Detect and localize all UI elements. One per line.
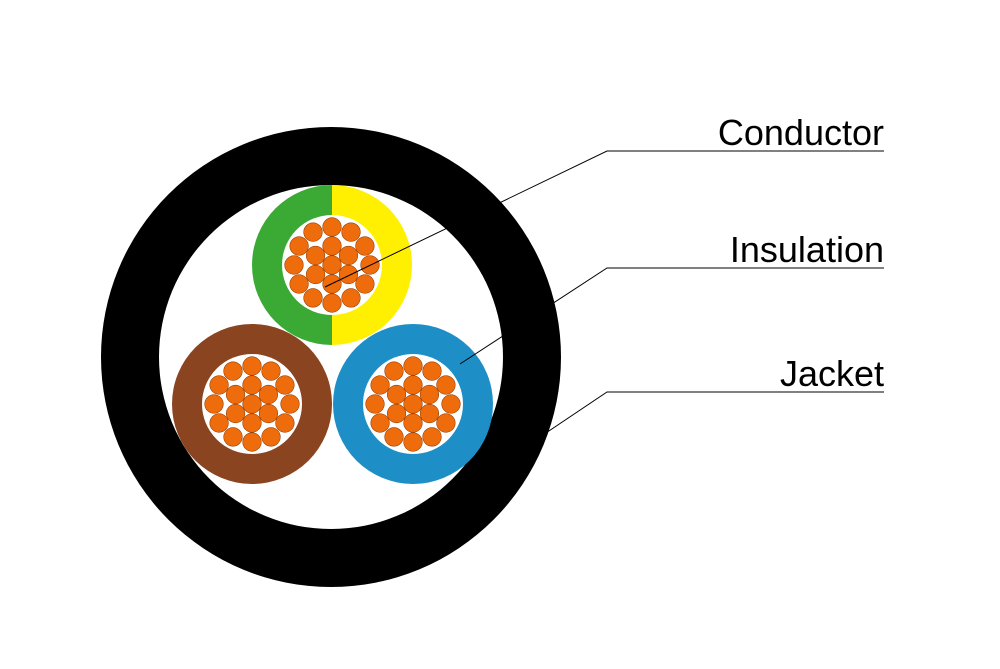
conductor-strand xyxy=(386,403,407,424)
conductor-strand xyxy=(419,403,440,424)
conductor-strand xyxy=(403,413,423,433)
label-conductor: Conductor xyxy=(718,112,884,153)
conductor-strand xyxy=(242,413,262,433)
conductor-strand xyxy=(261,361,281,381)
conductor-strand xyxy=(386,384,407,405)
conductor-strand xyxy=(322,293,342,313)
conductor-strand xyxy=(419,384,440,405)
conductor-strand xyxy=(280,394,300,414)
conductor-strand xyxy=(422,427,442,447)
leader-line-insulation xyxy=(459,267,884,365)
conductor-strand xyxy=(384,427,404,447)
conductor-strand xyxy=(436,413,456,433)
conductor-strand xyxy=(303,288,323,308)
conductor-strand xyxy=(384,361,404,381)
core-earth xyxy=(252,185,412,345)
conductor-strand xyxy=(258,384,279,405)
conductor-strand xyxy=(242,356,262,376)
conductor-strand xyxy=(441,394,461,414)
conductor-strand xyxy=(225,403,246,424)
conductor-strand xyxy=(242,432,262,452)
conductor-strand xyxy=(422,361,442,381)
conductor-strand xyxy=(204,394,224,414)
conductor-strand xyxy=(242,375,262,395)
conductor-strand xyxy=(355,236,375,256)
conductor-strand xyxy=(370,375,390,395)
conductor-strand xyxy=(305,245,326,266)
conductor-strand xyxy=(209,413,229,433)
conductor-strand xyxy=(275,375,295,395)
conductor-strand xyxy=(322,255,342,275)
leader-line-conductor xyxy=(324,150,884,288)
conductor-strand xyxy=(338,245,359,266)
conductor-strand xyxy=(289,236,309,256)
conductor-strand xyxy=(275,413,295,433)
conductor-strand xyxy=(403,356,423,376)
conductor-strand xyxy=(289,274,309,294)
conductor-strand xyxy=(341,288,361,308)
conductor-strand xyxy=(242,394,262,414)
conductor-strand xyxy=(209,375,229,395)
conductor-strand xyxy=(436,375,456,395)
conductor-strand xyxy=(223,427,243,447)
conductor-strands xyxy=(284,217,380,313)
conductor-strands xyxy=(204,356,300,452)
conductor-strand xyxy=(403,432,423,452)
conductor-strand xyxy=(370,413,390,433)
conductor-strand xyxy=(303,222,323,242)
label-jacket: Jacket xyxy=(780,353,884,394)
core-live xyxy=(172,324,332,484)
conductor-strand xyxy=(223,361,243,381)
conductor-strand xyxy=(341,222,361,242)
conductor-strand xyxy=(305,264,326,285)
leader-lines xyxy=(324,150,884,497)
conductor-strand xyxy=(365,394,385,414)
conductor-strand xyxy=(403,375,423,395)
conductor-strand xyxy=(338,264,359,285)
conductor-strands xyxy=(365,356,461,452)
conductor-strand xyxy=(284,255,304,275)
conductor-strand xyxy=(322,217,342,237)
conductor-strand xyxy=(355,274,375,294)
leader-line-jacket xyxy=(451,391,884,497)
label-insulation: Insulation xyxy=(730,229,884,270)
conductor-strand xyxy=(261,427,281,447)
conductor-strand xyxy=(258,403,279,424)
core-neutral xyxy=(333,324,493,484)
conductor-strand xyxy=(225,384,246,405)
conductor-strand xyxy=(322,236,342,256)
conductor-strand xyxy=(403,394,423,414)
